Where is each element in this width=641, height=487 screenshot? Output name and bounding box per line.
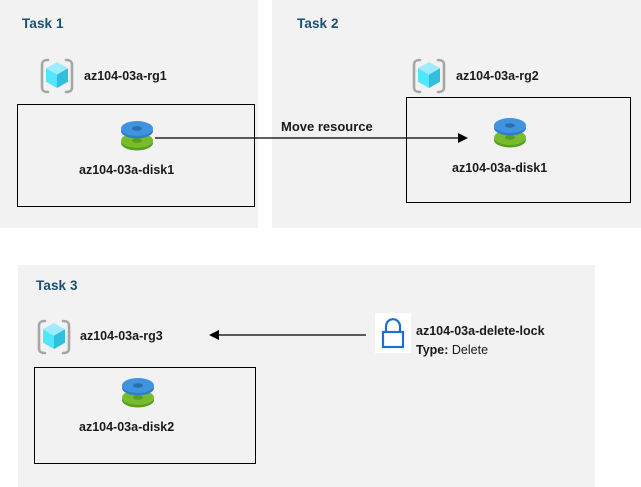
move-resource-label: Move resource <box>281 119 373 134</box>
task-2-resource-box <box>406 97 631 203</box>
task-2-resource-label: az104-03a-disk1 <box>452 161 548 175</box>
task-2-resource-group-label: az104-03a-rg2 <box>456 69 539 83</box>
resource-group-cube-icon <box>36 55 78 97</box>
lock-type-row: Type: Delete <box>416 343 488 357</box>
resource-group-cube-icon <box>408 55 450 97</box>
lock-type-value: Delete <box>451 343 489 357</box>
lock-type-key: Type: <box>416 343 452 357</box>
task-1-resource-label: az104-03a-disk1 <box>79 163 175 177</box>
managed-disk-icon <box>492 113 528 153</box>
managed-disk-icon <box>119 116 155 156</box>
task-3-resource-label: az104-03a-disk2 <box>79 420 175 434</box>
lock-name-label: az104-03a-delete-lock <box>416 324 545 338</box>
task-3-title: Task 3 <box>36 278 78 293</box>
task-1-resource-group-label: az104-03a-rg1 <box>84 69 167 83</box>
task-1-title: Task 1 <box>22 16 64 31</box>
managed-disk-icon <box>120 373 156 413</box>
arrow-right-icon <box>155 130 470 146</box>
resource-group-cube-icon <box>33 316 75 358</box>
arrow-left-icon <box>208 327 366 343</box>
resource-lock-icon <box>375 313 411 353</box>
task-2-title: Task 2 <box>297 16 339 31</box>
task-3-resource-group-label: az104-03a-rg3 <box>80 329 163 343</box>
